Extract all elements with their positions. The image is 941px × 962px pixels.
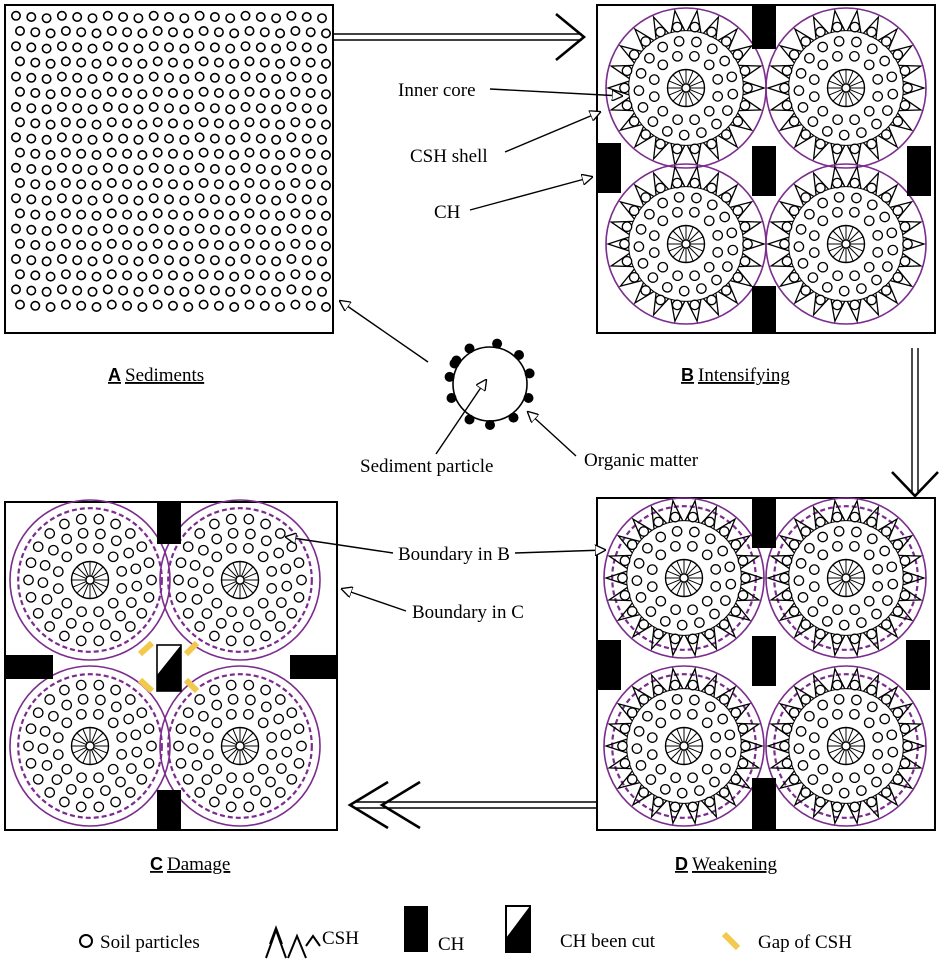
svg-text:Gap of CSH: Gap of CSH xyxy=(758,932,852,953)
cement-clusters-d xyxy=(597,497,930,830)
csh-icon xyxy=(265,925,321,959)
inner-core-label: Inner core xyxy=(398,80,476,101)
sediment-particle-label: Sediment particle xyxy=(360,456,493,477)
soil-particle-icon xyxy=(79,934,93,948)
legend: Soil particles CSH CH CH been cut Gap of… xyxy=(79,905,852,959)
ch-block-icon xyxy=(404,906,428,952)
panel-a xyxy=(4,4,334,334)
legend-csh: CSH xyxy=(265,925,359,959)
callout-lines xyxy=(286,88,622,612)
organic-matter-dots xyxy=(444,338,535,430)
legend-gap-csh: Gap of CSH xyxy=(721,931,852,953)
sediment-particles-grid xyxy=(11,10,331,312)
panel-b xyxy=(596,4,936,334)
ch-label: CH xyxy=(434,202,461,223)
panel-d xyxy=(596,497,936,831)
flow-arrow-d-to-c xyxy=(347,780,596,830)
cement-clusters-c xyxy=(5,499,337,830)
panel-c xyxy=(4,499,338,831)
legend-soil-particles: Soil particles xyxy=(79,932,200,953)
cement-clusters-b xyxy=(597,5,931,333)
gap-icon xyxy=(721,931,741,951)
svg-text:CSH: CSH xyxy=(322,928,359,949)
organic-matter-label: Organic matter xyxy=(584,450,699,471)
legend-ch: CH xyxy=(404,906,465,955)
flow-arrow-a-to-b xyxy=(333,12,587,62)
sediment-particle-illustration xyxy=(444,338,535,430)
svg-text:Soil particles: Soil particles xyxy=(100,932,200,953)
svg-text:CH been cut: CH been cut xyxy=(560,931,656,952)
boundary-c-label: Boundary in C xyxy=(412,602,524,623)
csh-shell-label: CSH shell xyxy=(410,146,488,167)
svg-text:CH: CH xyxy=(438,934,465,955)
flow-arrow-b-to-d xyxy=(891,348,939,498)
legend-ch-cut: CH been cut xyxy=(505,905,656,953)
boundary-b-label: Boundary in B xyxy=(398,544,510,565)
